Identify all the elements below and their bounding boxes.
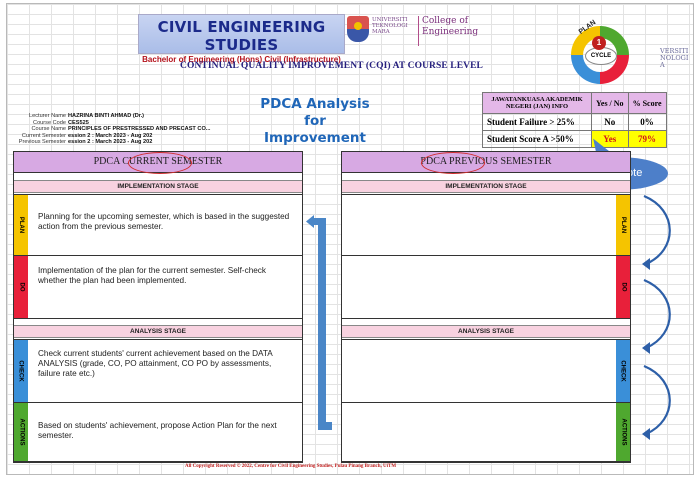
label-lecturer: Lecturer Name	[29, 113, 66, 119]
jan-header: JAWATANKUASA AKADEMIK NEGERI (JAN) INFO	[482, 92, 592, 114]
previous-panel-title: PDCA PREVIOUS SEMESTER	[342, 152, 630, 173]
check-tab: CHECK	[14, 340, 28, 402]
value-lecturer[interactable]: HAZRINA BINTI AHMAD (Dr.)	[68, 113, 145, 119]
label-previous-semester: Previous Semester	[18, 139, 66, 146]
current-highlight-circle	[128, 152, 192, 174]
logo-divider	[418, 16, 419, 46]
previous-highlight-circle	[421, 152, 485, 174]
plan-step: PLAN Planning for the upcoming semester,…	[14, 194, 302, 256]
do-tab: DO	[616, 256, 630, 318]
previous-semester-panel: PDCA PREVIOUS SEMESTER IMPLEMENTATION ST…	[341, 151, 631, 463]
plan-tab: PLAN	[616, 195, 630, 255]
value-course-name[interactable]: PRINCIPLES OF PRESTRESSED AND PRECAST CO…	[68, 126, 211, 133]
lecturer-info-values: HAZRINA BINTI AHMAD (Dr.) CES525 PRINCIP…	[68, 113, 278, 146]
program-title: CIVIL ENGINEERING STUDIES	[157, 18, 326, 54]
plan-text: Planning for the upcoming semester, whic…	[38, 212, 290, 231]
value-previous-semester[interactable]: ession 2 : March 2023 - Aug 202	[68, 139, 153, 146]
actions-tab: ACTIONS	[14, 403, 28, 461]
cqi-title: CONTINUAL QUALITY IMPROVEMENT (CQI) AT C…	[180, 61, 483, 71]
label-current-semester: Current Semester	[21, 132, 66, 139]
do-step[interactable]: DO	[342, 255, 630, 319]
check-text: Check current students' current achievem…	[38, 349, 273, 378]
col-score: % Score	[627, 92, 667, 114]
value-course-code[interactable]: CES525	[68, 119, 89, 126]
analysis-stage-header: ANALYSIS STAGE	[342, 325, 630, 338]
row-score[interactable]: 0%	[627, 113, 667, 131]
college-name: College of Engineering	[422, 16, 478, 38]
pdca-cycle-icon	[571, 26, 629, 84]
flow-up-arrow-icon	[306, 215, 332, 430]
cycle-curved-arrows-icon	[642, 194, 671, 440]
plan-step[interactable]: PLAN	[342, 194, 630, 256]
plan-tab: PLAN	[14, 195, 28, 255]
pdca-analysis-title: PDCA Analysis for Improvement	[260, 96, 370, 146]
row-label: Student Score A >50%	[482, 130, 592, 148]
uitm-crest-icon	[347, 16, 369, 42]
copyright-footer: All Copyright Reserved © 2022, Centre fo…	[185, 464, 397, 469]
check-step: CHECK Check current students' current ac…	[14, 339, 302, 403]
implementation-stage-header: IMPLEMENTATION STAGE	[342, 180, 630, 193]
label-course-name: Course Name	[31, 126, 66, 133]
check-tab: CHECK	[616, 340, 630, 402]
cycle-number: 1	[592, 36, 606, 50]
row-yesno[interactable]: No	[591, 113, 629, 131]
uitm-wordmark: UNIVERSITI TEKNOLOGI MARA	[372, 17, 408, 35]
value-current-semester[interactable]: ession 2 : March 2023 - Aug 202	[68, 132, 153, 139]
actions-tab: ACTIONS	[616, 403, 630, 461]
program-subtitle: Bachelor of Engineering (Hons) Civil (In…	[142, 55, 341, 64]
row-score[interactable]: 79%	[627, 130, 667, 148]
program-title-box: CIVIL ENGINEERING STUDIES Bachelor of En…	[138, 14, 345, 64]
jan-info-table: JAWATANKUASA AKADEMIK NEGERI (JAN) INFO …	[482, 92, 667, 148]
right-edge-text: VERSITI NOLOGI A	[660, 47, 689, 69]
college-line-1: College of	[422, 16, 469, 26]
lecturer-info-labels: Lecturer Name Course Code Course Name Cu…	[8, 113, 66, 146]
col-yesno: Yes / No	[591, 92, 629, 114]
actions-step[interactable]: ACTIONS	[342, 402, 630, 462]
row-yesno[interactable]: Yes	[591, 130, 629, 148]
college-line-2: Engineering	[422, 27, 479, 37]
actions-step: ACTIONS Based on students' achievement, …	[14, 402, 302, 462]
row-label: Student Failure > 25%	[482, 113, 592, 131]
current-semester-panel: PDCA CURRENT SEMESTER IMPLEMENTATION STA…	[13, 151, 303, 463]
do-tab: DO	[14, 256, 28, 318]
analysis-stage-header: ANALYSIS STAGE	[14, 325, 302, 338]
do-step: DO Implementation of the plan for the cu…	[14, 255, 302, 319]
implementation-stage-header: IMPLEMENTATION STAGE	[14, 180, 302, 193]
check-step[interactable]: CHECK	[342, 339, 630, 403]
actions-text: Based on students' achievement, propose …	[38, 421, 277, 440]
label-course-code: Course Code	[33, 119, 66, 126]
do-text: Implementation of the plan for the curre…	[38, 266, 266, 285]
